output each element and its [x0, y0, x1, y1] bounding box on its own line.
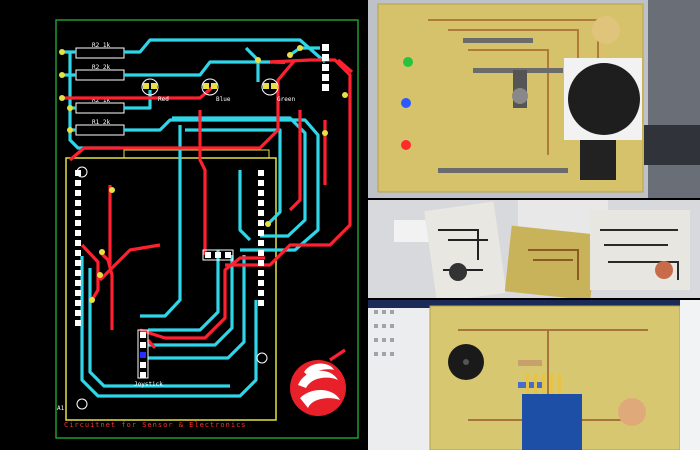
mounting-holes: [76, 166, 268, 410]
resistor-label-4: R1_2k: [92, 119, 110, 126]
swirl-logo-icon: [290, 360, 346, 416]
bottom-layer-traces: [62, 38, 327, 398]
header-pins-right: [322, 44, 329, 91]
footer-text: Circuitnet for Sensor & Electronics: [64, 421, 247, 429]
corner-mark: A1: [57, 405, 65, 412]
led-footprints: [141, 78, 279, 96]
photo-mid-svg: [368, 200, 700, 298]
photo-bot-svg: [368, 300, 700, 450]
top-layer-traces: [62, 58, 354, 362]
pcb-svg: R2_1k R2_2k R2_1k R1_2k: [55, 19, 359, 439]
photo-top-svg: [368, 0, 700, 198]
joystick-label: Joystick: [134, 381, 163, 388]
led-label-green: Green: [277, 96, 295, 103]
photo-breadboard-assembly: [368, 300, 700, 450]
resistor-label-3: R2_1k: [92, 97, 110, 104]
vias: [59, 45, 348, 303]
usb-outline: [123, 149, 270, 159]
board-frame: [55, 19, 359, 439]
led-label-red: Red: [158, 96, 169, 103]
photo-assembled-board: [368, 0, 700, 198]
pcb-layout-panel: R2_1k R2_2k R2_1k R1_2k: [55, 19, 359, 439]
center-header: [202, 249, 234, 261]
arduino-pins-right: [258, 170, 264, 306]
led-label-blue: Blue: [216, 96, 231, 103]
resistor-label-2: R2_2k: [92, 64, 110, 71]
resistor-label-1: R2_1k: [92, 42, 110, 49]
arduino-pins-left: [75, 170, 81, 326]
joystick-header: [137, 329, 149, 379]
photo-transparencies: [368, 200, 700, 298]
